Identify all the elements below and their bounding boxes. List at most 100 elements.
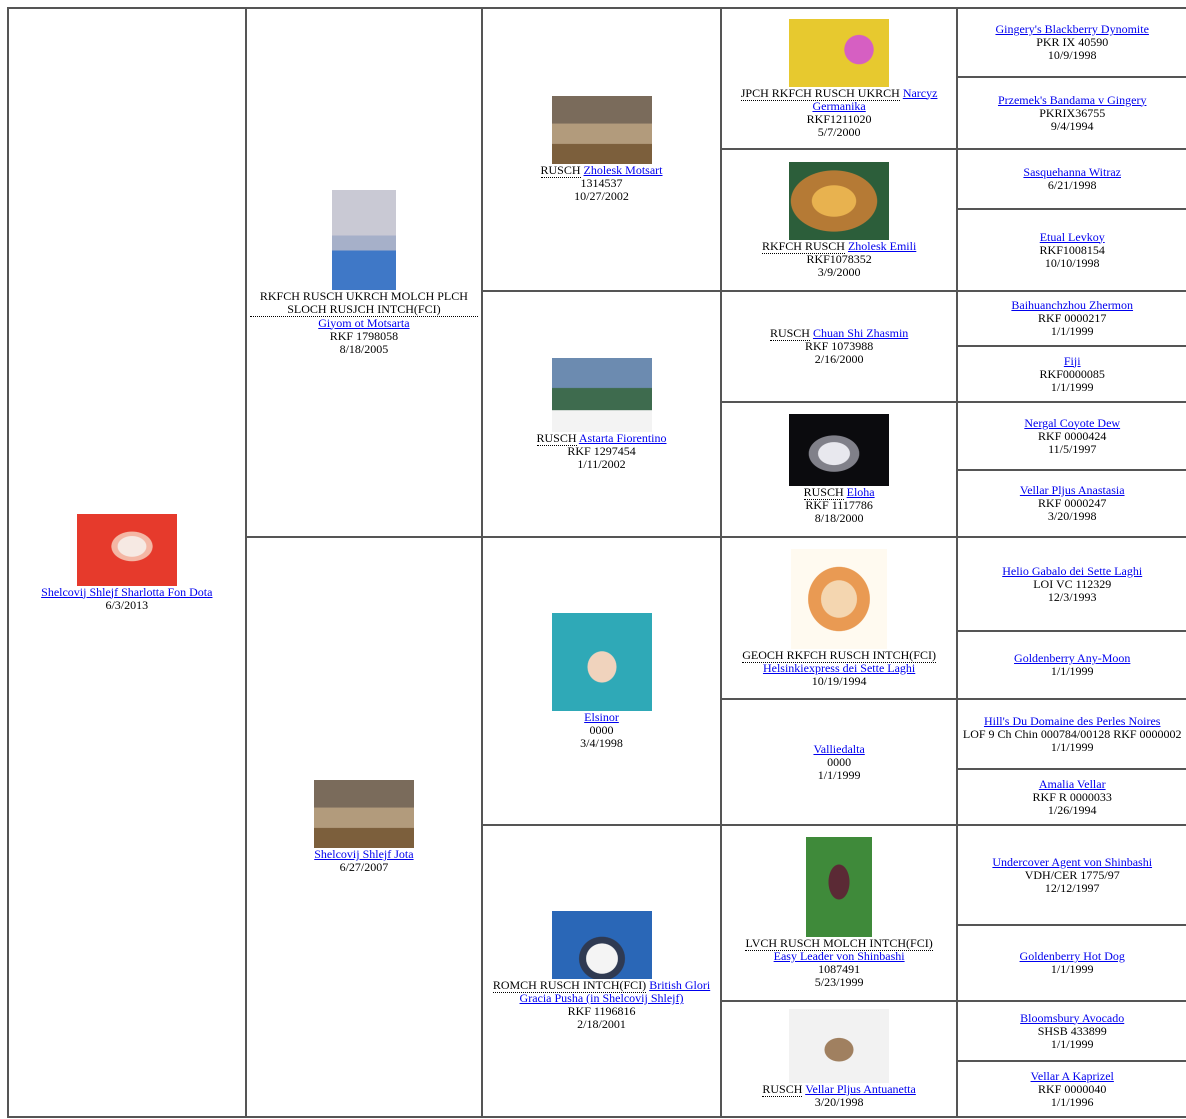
- sire-dam-titles: RUSCH: [536, 430, 577, 446]
- dss-photo[interactable]: [791, 548, 888, 649]
- g5-cell-11: Hill's Du Domaine des Perles Noires LOF …: [956, 698, 1186, 770]
- dds-dob: 5/23/1999: [814, 975, 864, 989]
- g5-dob-15: 1/1/1999: [1050, 1036, 1094, 1051]
- g5-dob-13: 12/12/1997: [1044, 880, 1100, 895]
- g5-dob-2: 9/4/1994: [1050, 118, 1094, 133]
- g5-reg-16: RKF 0000040: [1038, 1081, 1107, 1096]
- ddd-cell: RUSCH Vellar Pljus Antuanetta 3/20/1998: [719, 1000, 959, 1118]
- subject-dog-cell: Shelcovij Shlejf Sharlotta Fon Dota 6/3/…: [7, 7, 247, 1118]
- sire-titles: RKFCH RUSCH UKRCH MOLCH PLCH SLOCH RUSJC…: [249, 289, 479, 317]
- g5-dob-10: 1/1/1999: [1050, 664, 1094, 678]
- dam-sire-photo[interactable]: [551, 612, 652, 711]
- g5-link-10[interactable]: Goldenberry Any-Moon: [1014, 651, 1131, 665]
- g5-link-5[interactable]: Baihuanchzhou Zhermon: [1011, 298, 1134, 312]
- dss-link[interactable]: Helsinkiexpress dei Sette Laghi: [762, 660, 916, 675]
- g5-link-12[interactable]: Amalia Vellar: [1038, 776, 1106, 791]
- g5-cell-6: Fiji RKF0000085 1/1/1999: [956, 345, 1186, 403]
- g5-dob-4: 10/10/1998: [1044, 255, 1100, 270]
- ssd-photo[interactable]: [789, 161, 890, 240]
- sire-sire-dob: 10/27/2002: [574, 189, 629, 203]
- g5-dob-9: 12/3/1993: [1047, 589, 1097, 604]
- g5-link-4[interactable]: Etual Levkoy: [1039, 229, 1105, 244]
- g5-link-8[interactable]: Vellar Pljus Anastasia: [1019, 483, 1125, 497]
- sire-dam-photo[interactable]: [551, 357, 652, 432]
- g5-cell-9: Helio Gabalo dei Sette Laghi LOI VC 1123…: [956, 536, 1186, 632]
- sss-photo[interactable]: [789, 18, 890, 87]
- ssd-titles: RKFCH RUSCH: [761, 238, 845, 254]
- g5-reg-6: RKF0000085: [1039, 366, 1105, 381]
- g5-link-3[interactable]: Sasquehanna Witraz: [1023, 165, 1121, 179]
- ddd-titles: RUSCH: [762, 1082, 803, 1097]
- dsd-reg: 0000: [827, 754, 852, 769]
- dam-photo[interactable]: [313, 780, 414, 848]
- g5-dob-8: 3/20/1998: [1047, 509, 1097, 523]
- sire-sire-cell: RUSCH Zholesk Motsart 1314537 10/27/2002: [481, 7, 722, 292]
- sdd-dob: 8/18/2000: [814, 511, 864, 525]
- g5-dob-1: 10/9/1998: [1047, 48, 1097, 62]
- dsd-link[interactable]: Valliedalta: [813, 741, 865, 756]
- g5-cell-7: Nergal Coyote Dew RKF 0000424 11/5/1997: [956, 401, 1186, 471]
- dsd-cell: Valliedalta 0000 1/1/1999: [719, 698, 959, 826]
- dam-link[interactable]: Shelcovij Shlejf Jota: [314, 847, 414, 861]
- g5-reg-9: LOI VC 112329: [1033, 576, 1112, 591]
- sds-link[interactable]: Chuan Shi Zhasmin: [812, 326, 909, 340]
- g5-reg-8: RKF 0000247: [1038, 496, 1107, 510]
- g5-link-1[interactable]: Gingery's Blackberry Dynomite: [995, 22, 1149, 36]
- dam-sire-reg: 0000: [589, 722, 614, 737]
- ddd-photo[interactable]: [789, 1009, 890, 1083]
- sdd-photo[interactable]: [789, 414, 890, 486]
- dds-link[interactable]: Easy Leader von Shinbashi: [773, 949, 905, 963]
- g5-link-7[interactable]: Nergal Coyote Dew: [1024, 415, 1121, 430]
- g5-link-15[interactable]: Bloomsbury Avocado: [1020, 1010, 1125, 1025]
- g5-dob-12: 1/26/1994: [1047, 802, 1097, 817]
- ddd-link[interactable]: Vellar Pljus Antuanetta: [805, 1082, 916, 1096]
- sire-dam-dob: 1/11/2002: [577, 456, 626, 471]
- g5-link-2[interactable]: Przemek's Bandama v Gingery: [997, 92, 1147, 107]
- sire-dam-cell: RUSCH Astarta Fiorentino RKF 1297454 1/1…: [481, 290, 722, 538]
- dam-sire-dob: 3/4/1998: [580, 735, 623, 750]
- g5-link-14[interactable]: Goldenberry Hot Dog: [1019, 949, 1125, 963]
- g5-dob-14: 1/1/1999: [1050, 962, 1094, 976]
- ssd-link[interactable]: Zholesk Emili: [847, 238, 917, 253]
- g5-reg-2: PKRIX36755: [1039, 105, 1106, 120]
- dam-dam-dob: 2/18/2001: [577, 1017, 626, 1031]
- dds-photo[interactable]: [806, 837, 873, 937]
- sdd-link[interactable]: Eloha: [846, 485, 875, 499]
- g5-cell-8: Vellar Pljus Anastasia RKF 0000247 3/20/…: [956, 469, 1186, 538]
- g5-cell-2: Przemek's Bandama v Gingery PKRIX36755 9…: [956, 76, 1186, 150]
- g5-dob-5: 1/1/1999: [1050, 324, 1094, 338]
- g5-link-9[interactable]: Helio Gabalo dei Sette Laghi: [1002, 563, 1143, 578]
- sire-photo[interactable]: [331, 189, 396, 290]
- sds-reg: RKF 1073988: [804, 339, 874, 353]
- subject-dog-link[interactable]: Shelcovij Shlejf Sharlotta Fon Dota: [41, 584, 213, 599]
- dam-sire-link[interactable]: Elsinor: [584, 709, 619, 724]
- g5-reg-13: VDH/CER 1775/97: [1024, 867, 1120, 882]
- sdd-reg: RKF 1117786: [805, 498, 873, 512]
- g5-reg-5: RKF 0000217: [1038, 311, 1107, 325]
- sire-link[interactable]: Giyom ot Motsarta: [318, 315, 410, 330]
- g5-cell-5: Baihuanchzhou Zhermon RKF 0000217 1/1/19…: [956, 290, 1186, 347]
- dam-dam-photo[interactable]: [551, 911, 652, 979]
- sire-sire-titles: RUSCH: [540, 163, 581, 178]
- sire-sire-reg: 1314537: [580, 176, 623, 190]
- dam-dam-link[interactable]: British Glori Gracia Pusha (in Shelcovij…: [519, 978, 711, 1005]
- g5-cell-1: Gingery's Blackberry Dynomite PKR IX 405…: [956, 7, 1186, 78]
- g5-link-16[interactable]: Vellar A Kaprizel: [1030, 1068, 1114, 1083]
- sire-sire-photo[interactable]: [551, 96, 652, 164]
- sire-cell: RKFCH RUSCH UKRCH MOLCH PLCH SLOCH RUSJC…: [244, 7, 484, 538]
- sire-dam-link[interactable]: Astarta Fiorentino: [578, 430, 667, 445]
- sire-sire-link[interactable]: Zholesk Motsart: [583, 163, 663, 177]
- g5-link-13[interactable]: Undercover Agent von Shinbashi: [992, 854, 1153, 869]
- g5-dob-6: 1/1/1999: [1050, 379, 1094, 394]
- sss-cell: JPCH RKFCH RUSCH UKRCH Narcyz Germanika …: [719, 7, 959, 150]
- g5-cell-3: Sasquehanna Witraz 6/21/1998: [956, 148, 1186, 210]
- dam-dob: 6/27/2007: [339, 860, 389, 874]
- sss-link[interactable]: Narcyz Germanika: [812, 85, 938, 113]
- ssd-reg: RKF1078352: [806, 251, 872, 266]
- g5-cell-12: Amalia Vellar RKF R 0000033 1/26/1994: [956, 768, 1186, 826]
- g5-cell-16: Vellar A Kaprizel RKF 0000040 1/1/1996: [956, 1060, 1186, 1118]
- g5-link-11[interactable]: Hill's Du Domaine des Perles Noires: [983, 713, 1161, 728]
- g5-link-6[interactable]: Fiji: [1063, 353, 1081, 368]
- g5-cell-13: Undercover Agent von Shinbashi VDH/CER 1…: [956, 824, 1186, 926]
- subject-dog-photo[interactable]: [76, 513, 177, 586]
